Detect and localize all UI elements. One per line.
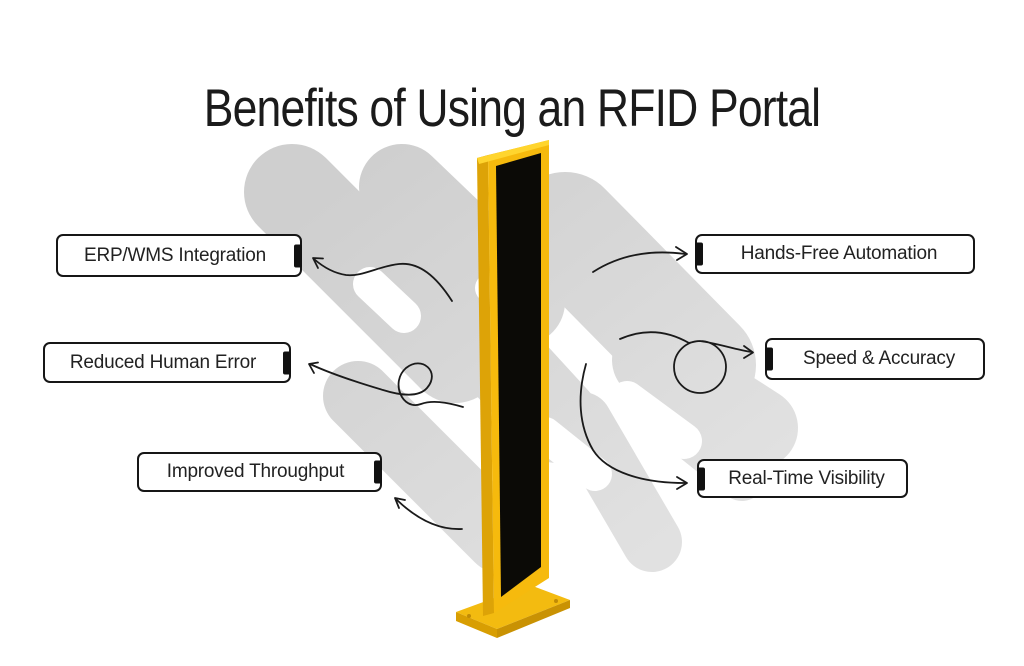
- rfid-tag-marker-icon: [695, 242, 703, 266]
- benefit-label: Hands-Free Automation: [740, 243, 938, 264]
- benefit-box-reduced-human-error: Reduced Human Error: [43, 342, 291, 383]
- benefit-box-real-time-visibility: Real-Time Visibility: [697, 459, 908, 498]
- arrowhead: [743, 345, 754, 359]
- rfid-tag-marker-icon: [283, 351, 291, 374]
- arrowhead: [675, 246, 688, 261]
- benefit-label: ERP/WMS Integration: [83, 244, 267, 266]
- portal-base-top: [456, 585, 570, 629]
- connector-reduced-error: [308, 361, 464, 408]
- portal-base-front-left: [456, 612, 497, 638]
- benefit-label: Improved Throughput: [166, 461, 345, 482]
- benefit-label: Real-Time Visibility: [728, 467, 885, 489]
- connector-improved-throughput: [394, 497, 463, 530]
- rfid-tag-marker-icon: [765, 347, 773, 371]
- arrowhead: [308, 361, 319, 374]
- portal-frame-top-highlight: [477, 140, 549, 164]
- base-bolt: [467, 614, 471, 618]
- rfid-tag-marker-icon: [374, 460, 382, 484]
- connector-erp-wms: [312, 257, 453, 302]
- base-bolt: [554, 599, 558, 603]
- portal-base-front-right: [497, 600, 570, 638]
- arrowhead: [676, 476, 688, 490]
- rfid-tag-marker-icon: [697, 467, 705, 490]
- connector-real-time: [579, 363, 688, 490]
- rfid-portal: [456, 140, 570, 638]
- portal-panel: [496, 153, 541, 597]
- rfid-tag-marker-icon: [294, 244, 302, 267]
- arrowhead: [394, 497, 406, 509]
- connector-speed-accuracy: [619, 331, 754, 394]
- arrowhead: [312, 257, 324, 269]
- connector-hands-free: [592, 246, 688, 273]
- benefit-label: Reduced Human Error: [69, 351, 257, 373]
- benefit-box-erp-wms-integration: ERP/WMS Integration: [56, 234, 302, 277]
- benefit-label: Speed & Accuracy: [802, 348, 956, 369]
- page-title: Benefits of Using an RFID Portal: [203, 78, 821, 138]
- benefit-box-improved-throughput: Improved Throughput: [137, 452, 382, 492]
- portal-frame-side: [477, 155, 494, 616]
- connectors: [308, 246, 754, 530]
- benefit-box-hands-free-automation: Hands-Free Automation: [695, 234, 975, 274]
- benefit-box-speed-accuracy: Speed & Accuracy: [765, 338, 985, 380]
